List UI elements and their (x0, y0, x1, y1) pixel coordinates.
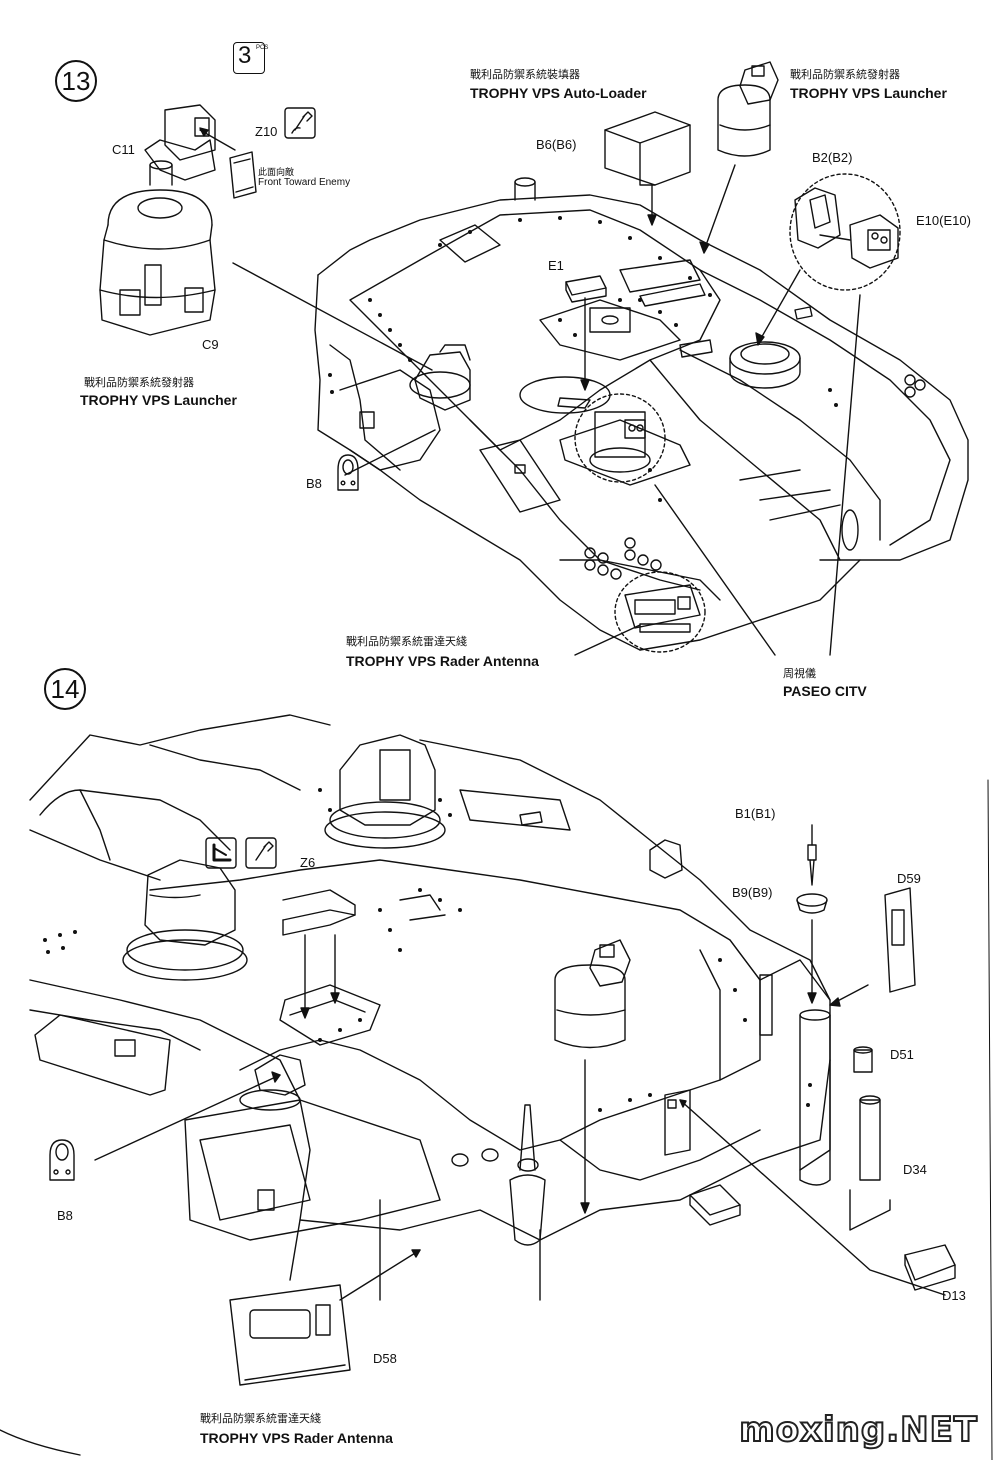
c11-launcher-head (144, 104, 216, 186)
c9-launcher-base (99, 189, 216, 336)
label-d58: D58 (373, 1351, 397, 1366)
step13-turret (314, 177, 969, 651)
label-front-cn: 此面向敵 (258, 168, 295, 178)
label-z6: Z6 (300, 855, 316, 870)
b8-part-14 (49, 1139, 75, 1181)
d34-mast (849, 1095, 891, 1231)
d59-panel (884, 887, 916, 993)
label-c9: C9 (202, 337, 219, 352)
label-e10: E10(E10) (916, 213, 971, 228)
label-citv-cn: 周視儀 (783, 667, 816, 680)
label-launcher-right-en: TROPHY VPS Launcher (790, 85, 947, 101)
label-e1: E1 (548, 258, 564, 273)
z10-plate (229, 151, 257, 199)
label-radar-13-en: TROPHY VPS Rader Antenna (346, 653, 539, 669)
label-b6: B6(B6) (536, 137, 577, 152)
label-launcher-left-cn: 戰利品防禦系統發射器 (84, 376, 194, 389)
label-d59: D59 (897, 871, 921, 886)
label-b9: B9(B9) (732, 885, 773, 900)
label-z10: Z10 (255, 124, 278, 139)
label-citv-en: PASEO CITV (783, 683, 867, 699)
label-front-en: Front Toward Enemy (258, 177, 351, 188)
step-13-number: 13 (55, 60, 97, 102)
pcs-count: 3 (238, 42, 252, 69)
label-launcher-right-cn: 戰利品防禦系統發射器 (790, 68, 900, 81)
step14-leader-lines (0, 919, 946, 1456)
label-b2: B2(B2) (812, 150, 853, 165)
pcs-text: PCS (256, 45, 269, 51)
step13-leader-lines (199, 127, 901, 656)
step-14-number: 14 (44, 668, 86, 710)
label-d51: D51 (890, 1047, 914, 1062)
label-radar-14-cn: 戰利品防禦系統雷達天綫 (200, 1412, 321, 1425)
label-autoloader-cn: 戰利品防禦系統裝填器 (470, 68, 580, 81)
step14-turret (29, 714, 831, 1301)
cement-glue-icon (205, 837, 237, 869)
d58-panel (229, 1284, 351, 1386)
z6-part (282, 889, 356, 936)
d13-box (904, 1244, 956, 1291)
pcs-count-badge: 3 PCS (233, 42, 269, 74)
label-d13: D13 (942, 1288, 966, 1303)
b8-part-13 (337, 454, 359, 491)
label-radar-14-en: TROPHY VPS Rader Antenna (200, 1430, 393, 1446)
watermark: moxing.NET (738, 1409, 978, 1451)
label-b8-13: B8 (306, 476, 322, 491)
label-b8-14: B8 (57, 1208, 73, 1223)
paint-brush-icon-14 (245, 837, 277, 869)
page-right-edge (987, 779, 993, 1460)
label-launcher-left-en: TROPHY VPS Launcher (80, 392, 237, 408)
b6-autoloader (604, 111, 691, 186)
label-c11: C11 (112, 142, 135, 157)
b2-e10-detail (794, 187, 899, 269)
label-radar-13-cn: 戰利品防禦系統雷達天綫 (346, 635, 467, 648)
b1-antenna (796, 824, 828, 914)
launcher-top-right (717, 61, 779, 157)
label-d34: D34 (903, 1162, 927, 1177)
paint-brush-icon (284, 107, 316, 139)
label-autoloader-en: TROPHY VPS Auto-Loader (470, 85, 647, 101)
label-b1: B1(B1) (735, 806, 776, 821)
d51-cap (853, 1046, 873, 1073)
